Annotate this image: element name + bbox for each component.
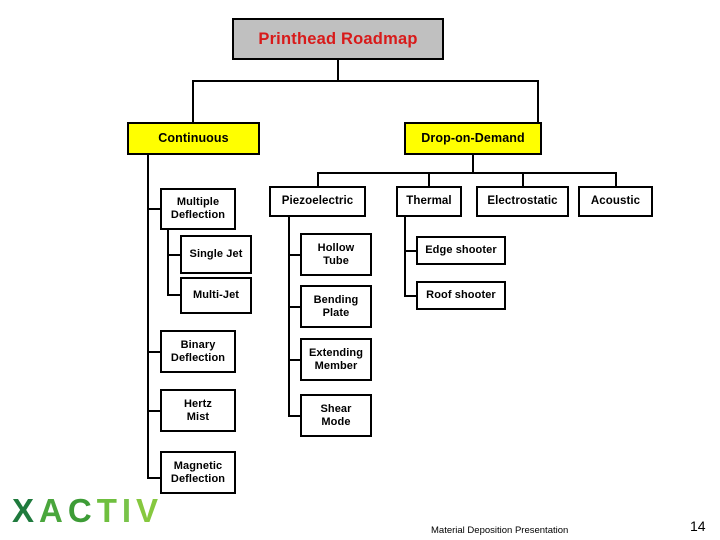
stub-binary-deflection [147,351,161,353]
page-title: Printhead Roadmap [258,29,418,48]
node-continuous: Continuous [127,122,260,155]
node-multi-jet-label: Multi-Jet [192,289,240,302]
connector-level2-bus [192,80,539,82]
node-hertz-mist-label: Hertz Mist [183,397,212,423]
page-number: 14 [690,518,706,534]
node-edge-shooter-label: Edge shooter [425,244,497,257]
node-binary-deflection: Binary Deflection [160,330,236,373]
node-single-jet-label: Single Jet [189,248,243,261]
node-multiple-deflection-label: Multiple Deflection [170,196,226,221]
node-drop-on-demand-label: Drop-on-Demand [421,131,525,146]
node-roof-shooter-label: Roof shooter [426,289,496,302]
node-bending-plate-label: Bending Plate [313,293,359,319]
node-continuous-label: Continuous [158,131,229,146]
connector-to-acoustic [615,172,617,186]
node-shear-mode: Shear Mode [300,394,372,437]
node-magnetic-deflection: Magnetic Deflection [160,451,236,494]
node-bending-plate: Bending Plate [300,285,372,328]
stub-hollow-tube [288,254,301,256]
trunk-thermal [404,217,406,296]
node-single-jet: Single Jet [180,235,252,274]
node-piezoelectric-label: Piezoelectric [281,194,354,207]
logo-letter-c: C [67,492,97,529]
stub-shear-mode [288,415,301,417]
node-electrostatic: Electrostatic [476,186,569,217]
node-shear-mode-label: Shear Mode [320,402,352,428]
title-box: Printhead Roadmap [232,18,444,60]
trunk-piezoelectric [288,217,290,417]
logo-letter-x: X [12,492,40,529]
trunk-continuous [147,155,149,479]
stub-hertz-mist [147,410,161,412]
node-thermal: Thermal [396,186,462,217]
stub-extending-member [288,359,301,361]
logo-letter-v: V [136,492,164,529]
connector-to-continuous [192,80,194,122]
node-multi-jet: Multi-Jet [180,277,252,314]
node-acoustic-label: Acoustic [590,194,641,207]
trunk-multiple-deflection [167,230,169,296]
node-magnetic-deflection-label: Magnetic Deflection [170,459,226,485]
node-piezoelectric: Piezoelectric [269,186,366,217]
logo-letter-i: I [121,492,137,529]
footer-note: Material Deposition Presentation [431,525,569,536]
stub-roof-shooter [404,295,417,297]
connector-title-down [337,60,339,82]
node-binary-deflection-label: Binary Deflection [170,338,226,364]
node-multiple-deflection: Multiple Deflection [160,188,236,230]
stub-edge-shooter [404,250,417,252]
stub-multi-jet [167,294,181,296]
logo-letter-a: A [39,492,68,529]
stub-magnetic-deflection [147,477,161,479]
node-hollow-tube: Hollow Tube [300,233,372,276]
node-extending-member-label: Extending Member [308,346,364,372]
node-thermal-label: Thermal [406,194,452,207]
stub-multiple-deflection [147,208,161,210]
node-electrostatic-label: Electrostatic [487,194,558,207]
connector-to-electrostatic [522,172,524,186]
node-hollow-tube-label: Hollow Tube [317,241,355,267]
stub-bending-plate [288,306,301,308]
node-acoustic: Acoustic [578,186,653,217]
logo-letter-t: T [96,492,122,529]
stub-single-jet [167,254,181,256]
connector-to-drop-on-demand [537,80,539,122]
connector-to-thermal [428,172,430,186]
connector-to-piezoelectric [317,172,319,186]
node-edge-shooter: Edge shooter [416,236,506,265]
connector-dod-down [472,155,474,174]
node-hertz-mist: Hertz Mist [160,389,236,432]
node-extending-member: Extending Member [300,338,372,381]
node-drop-on-demand: Drop-on-Demand [404,122,542,155]
xactiv-logo: XACTIV [12,494,163,527]
node-roof-shooter: Roof shooter [416,281,506,310]
connector-level3-bus [317,172,617,174]
